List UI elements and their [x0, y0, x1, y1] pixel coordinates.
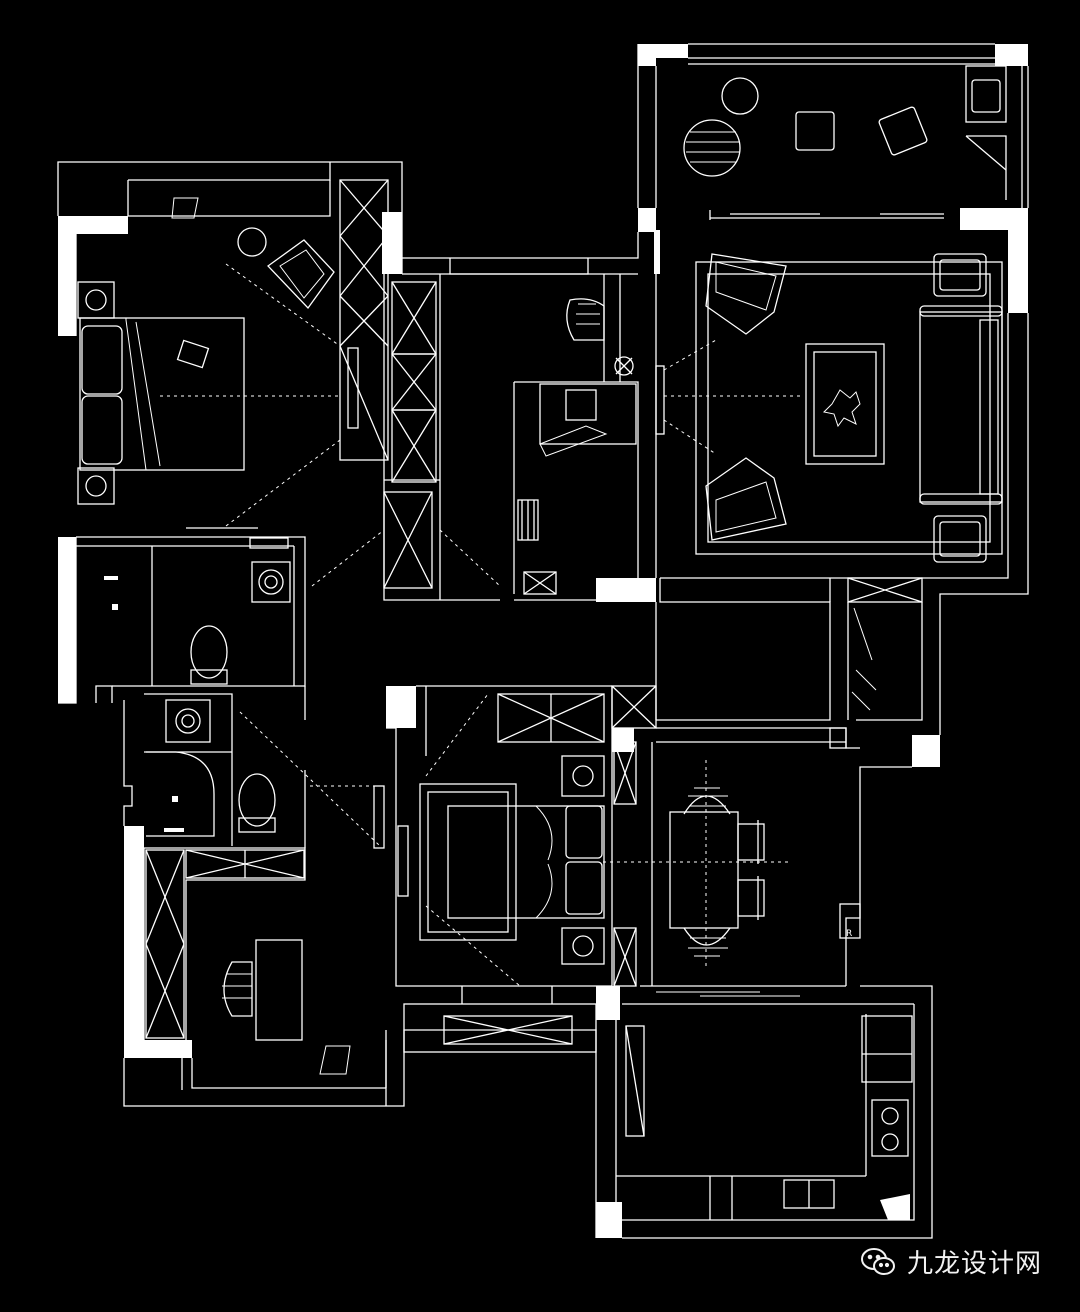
study-furniture [222, 939, 351, 1075]
door-swings [656, 607, 877, 997]
fridge-tag: R [846, 929, 852, 939]
balcony-furniture [683, 65, 1007, 220]
living-room-furniture [655, 253, 1003, 563]
bedroom-1-furniture [77, 197, 359, 529]
brand-text: 九龙设计网 [906, 1249, 1042, 1279]
outer-walls [57, 43, 1029, 1239]
wall-columns [58, 44, 1028, 1238]
layout-guides [160, 263, 800, 987]
bedroom-3-furniture [373, 686, 605, 965]
kitchen-fixtures [616, 1014, 913, 1220]
dining-furniture [669, 787, 861, 957]
watermark: 九龙设计网 [859, 1243, 1042, 1280]
wechat-icon [860, 1247, 895, 1275]
bathroom-fixtures [104, 561, 291, 837]
bedroom-2-furniture [517, 298, 637, 541]
